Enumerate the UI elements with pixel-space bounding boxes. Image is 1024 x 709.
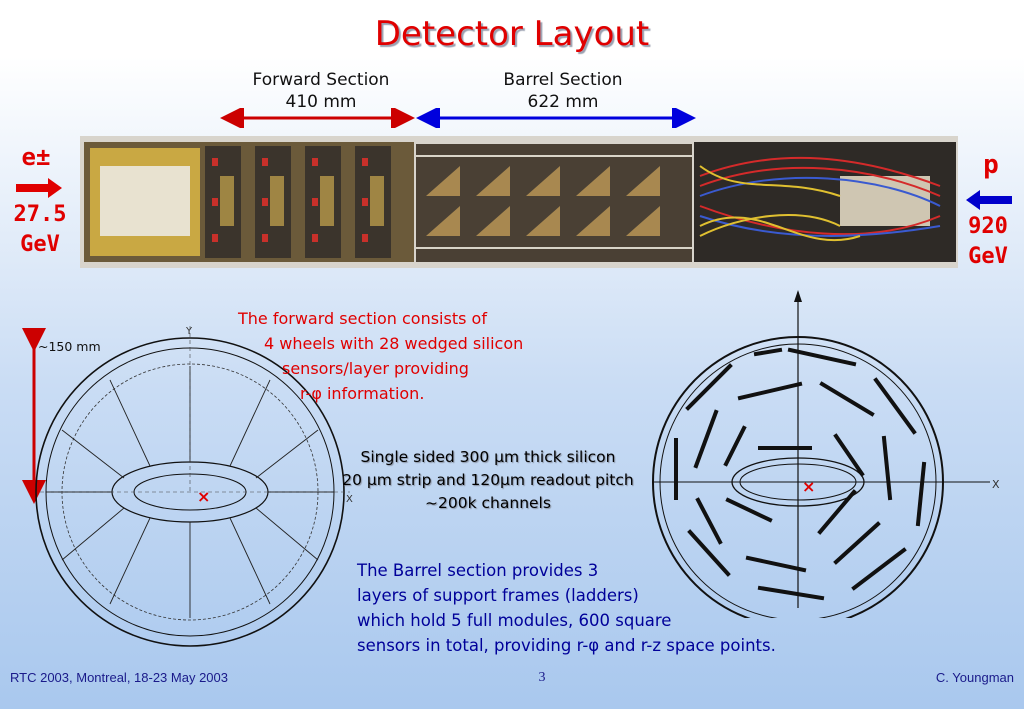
barrel-section-name: Barrel Section [503, 70, 623, 90]
barrel-cross-section-diagram: X × [652, 290, 1000, 618]
electron-beam-label: e± [0, 142, 72, 172]
forward-description-line: sensors/layer providing [282, 359, 469, 378]
sensor-spec-line: 20 μm strip and 120μm readout pitch [342, 471, 634, 489]
forward-description-line: r-φ information. [300, 384, 425, 403]
forward-description-line: The forward section consists of [238, 309, 487, 328]
forward-axis-x-label: X [346, 494, 353, 505]
barrel-description: The Barrel section provides 3 layers of … [357, 558, 877, 658]
electron-particle: e± [21, 143, 51, 171]
barrel-description-line: which hold 5 full modules, 600 square [357, 611, 672, 630]
detector-photo [80, 136, 958, 268]
forward-section-label: Forward Section 410 mm [228, 69, 414, 113]
sensor-spec-line: Single sided 300 μm thick silicon [360, 448, 616, 466]
footer-page-number: 3 [538, 670, 546, 685]
forward-description-line: 4 wheels with 28 wedged silicon [264, 334, 524, 353]
electron-energy: 27.5 GeV [0, 200, 80, 260]
barrel-section-length: 622 mm [527, 92, 599, 112]
barrel-description-line: sensors in total, providing r-φ and r-z … [357, 636, 776, 655]
electron-beam-arrow-icon [16, 178, 62, 198]
dimension-label: ~150 mm [38, 339, 101, 354]
forward-description: The forward section consists of 4 wheels… [238, 306, 598, 406]
electron-energy-value: 27.5 [13, 202, 67, 227]
barrel-section-label: Barrel Section 622 mm [468, 69, 658, 113]
barrel-axis-x-label: X [992, 478, 1000, 491]
footer-conference: RTC 2003, Montreal, 18-23 May 2003 [10, 670, 228, 685]
sensor-specs: Single sided 300 μm thick silicon 20 μm … [318, 446, 658, 515]
proton-energy-unit: GeV [968, 244, 1008, 269]
proton-energy-value: 920 [968, 214, 1008, 239]
proton-beam-arrow-icon [966, 190, 1012, 210]
forward-wheel-diagram: Y X × [22, 326, 353, 647]
electron-energy-unit: GeV [20, 232, 60, 257]
forward-axis-y-label: Y [185, 326, 193, 337]
sensor-spec-line: ~200k channels [425, 494, 551, 512]
slide-title: Detector Layout [374, 14, 650, 54]
forward-section-name: Forward Section [252, 70, 390, 90]
barrel-beam-center-marker: × [802, 477, 815, 496]
section-length-arrows [220, 108, 696, 128]
footer-author: C. Youngman [935, 670, 1014, 685]
proton-particle: p [983, 150, 999, 180]
barrel-description-line: The Barrel section provides 3 [357, 561, 599, 580]
barrel-description-line: layers of support frames (ladders) [357, 586, 639, 605]
forward-section-length: 410 mm [285, 92, 357, 112]
proton-energy: 920 GeV [958, 212, 1018, 272]
beam-center-marker: × [197, 487, 210, 506]
